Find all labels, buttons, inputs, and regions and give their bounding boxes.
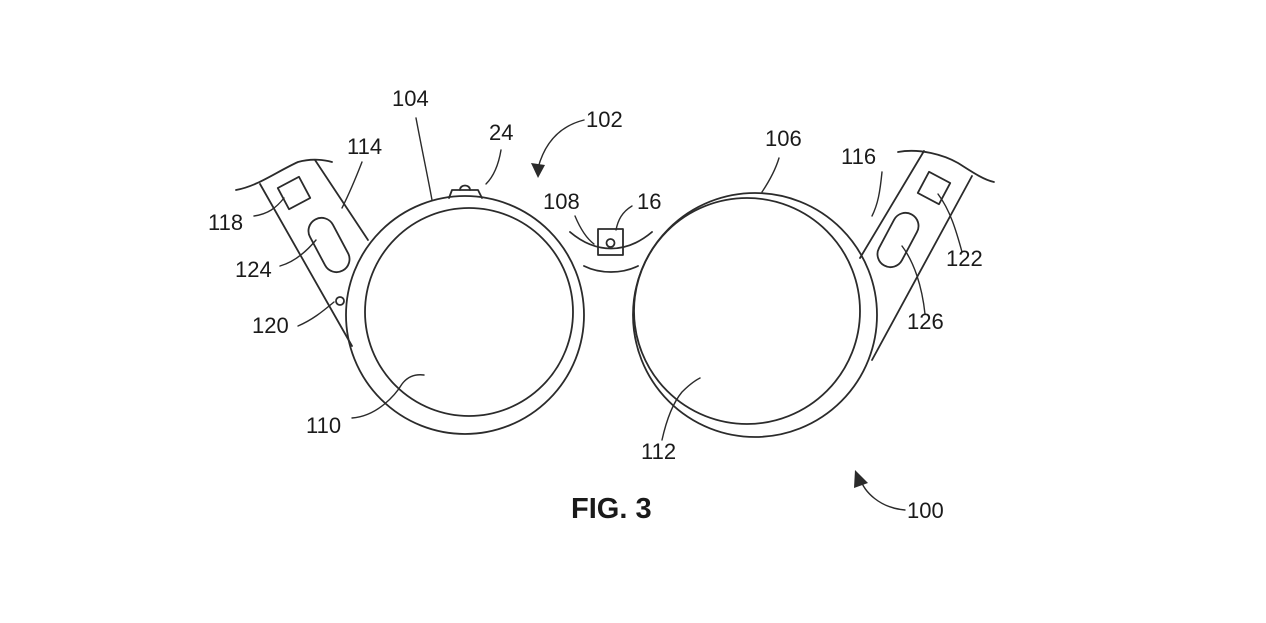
left-lens <box>365 208 573 416</box>
bridge <box>570 232 652 272</box>
label-108: 108 <box>543 189 580 214</box>
arrow-100 <box>854 470 905 510</box>
label-100: 100 <box>907 498 944 523</box>
right-sensor-square <box>918 172 950 204</box>
label-102: 102 <box>586 107 623 132</box>
left-sensor-square <box>278 177 310 209</box>
left-frame-outer <box>346 196 584 434</box>
label-122: 122 <box>946 246 983 271</box>
label-24: 24 <box>489 120 513 145</box>
label-106: 106 <box>765 126 802 151</box>
arrow-102 <box>531 120 584 178</box>
right-touch-pad <box>873 208 923 271</box>
label-110: 110 <box>306 413 341 438</box>
left-small-port <box>336 297 344 305</box>
label-126: 126 <box>907 309 944 334</box>
bridge-component <box>598 229 623 255</box>
label-112: 112 <box>641 439 676 464</box>
label-114: 114 <box>347 134 382 159</box>
label-116: 116 <box>841 144 876 169</box>
label-16: 16 <box>637 189 661 214</box>
label-120: 120 <box>252 313 289 338</box>
label-104: 104 <box>392 86 429 111</box>
right-lens <box>634 198 860 424</box>
label-124: 124 <box>235 257 272 282</box>
label-118: 118 <box>208 210 243 235</box>
figure-caption: FIG. 3 <box>571 493 652 525</box>
